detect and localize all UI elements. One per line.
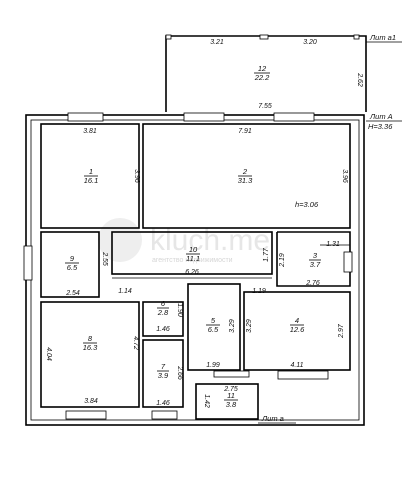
dim-label: 2.62 — [356, 72, 363, 87]
room-2-area: 31.3 — [238, 176, 253, 185]
watermark-tagline: агентство недвижимости — [152, 257, 233, 264]
dim-label: 6.26 — [185, 269, 199, 276]
section-markers: Лит а1 Лит А H=3.36 Лит а — [258, 33, 402, 424]
lit-a1-label: Лит а1 — [369, 33, 396, 42]
room-10-area: 11.1 — [186, 254, 200, 263]
room-5-number: 5 — [211, 316, 216, 325]
dim-label: 4.04 — [45, 347, 52, 361]
dim-label: 2.19 — [279, 253, 286, 268]
dim-label: 3.84 — [84, 398, 98, 405]
dim-label: 1.77 — [263, 247, 270, 262]
room-9-number: 9 — [70, 254, 75, 263]
dim-label: 2.55 — [101, 251, 108, 266]
room-7-area: 3.9 — [158, 371, 169, 380]
room-6-number: 6 — [161, 299, 166, 308]
dim-label: 1.31 — [326, 241, 340, 248]
room-2-height: h=3.06 — [295, 200, 319, 209]
dim-label: 1.14 — [118, 288, 132, 295]
dim-label: 3.21 — [210, 39, 224, 46]
dim-label: 4.11 — [290, 362, 303, 369]
watermark-logo — [98, 218, 142, 262]
room-3-number: 3 — [313, 251, 318, 260]
dimension-labels: 3.21 3.20 2.62 7.55 3.81 7.91 3.96 3.96 … — [45, 39, 363, 408]
height-a-label: H=3.36 — [368, 122, 393, 131]
dim-label: 1.19 — [252, 288, 266, 295]
dim-label: 4.72 — [132, 336, 139, 350]
dim-label: 3.96 — [133, 169, 140, 183]
room-4-number: 4 — [295, 316, 299, 325]
dim-label: 3.96 — [341, 169, 348, 183]
dim-label: 3.29 — [246, 319, 253, 333]
dim-label: 1.99 — [206, 362, 220, 369]
room-6-area: 2.8 — [157, 308, 169, 317]
room-3-area: 3.7 — [310, 260, 321, 269]
windows — [23, 112, 353, 420]
room-4-area: 12.6 — [290, 325, 305, 334]
room-labels: 12 22.2 1 16.1 2 31.3 h=3.06 9 6.5 10 11… — [65, 64, 321, 409]
annex-lit-a1 — [165, 34, 367, 112]
dim-label: 1.42 — [203, 394, 210, 408]
dim-label: 7.91 — [238, 128, 252, 135]
interior-walls — [40, 123, 351, 420]
dim-label: 3.20 — [303, 39, 317, 46]
room-1-area: 16.1 — [84, 176, 99, 185]
dim-label: 3.81 — [83, 128, 97, 135]
room-12-area: 22.2 — [254, 73, 270, 82]
room-12-number: 12 — [258, 64, 267, 73]
dim-label: 1.46 — [156, 326, 170, 333]
watermark: kluch.me агентство недвижимости — [98, 218, 270, 264]
dim-label: 2.97 — [338, 323, 345, 339]
room-10-number: 10 — [189, 245, 198, 254]
room-2-number: 2 — [242, 167, 248, 176]
room-8-area: 16.3 — [83, 343, 98, 352]
dim-label: 1.90 — [176, 303, 183, 317]
room-7-number: 7 — [161, 362, 166, 371]
dim-label: 2.75 — [223, 386, 238, 393]
lit-a-label: Лит А — [369, 112, 393, 121]
dim-label: 7.55 — [258, 103, 272, 110]
room-11-area: 3.8 — [226, 400, 237, 409]
room-5-area: 6.5 — [208, 325, 219, 334]
dim-label: 1.46 — [156, 400, 170, 407]
watermark-brand: kluch.me — [150, 224, 270, 257]
dim-label: 3.29 — [229, 319, 236, 333]
lit-a-small-label: Лит а — [261, 414, 284, 423]
dim-label: 2.54 — [65, 290, 80, 297]
dim-label: 2.66 — [176, 365, 183, 380]
dim-label: 2.76 — [305, 280, 320, 287]
room-11-number: 11 — [227, 391, 235, 400]
room-8-number: 8 — [88, 334, 93, 343]
room-1-number: 1 — [89, 167, 93, 176]
room-9-area: 6.5 — [67, 263, 78, 272]
